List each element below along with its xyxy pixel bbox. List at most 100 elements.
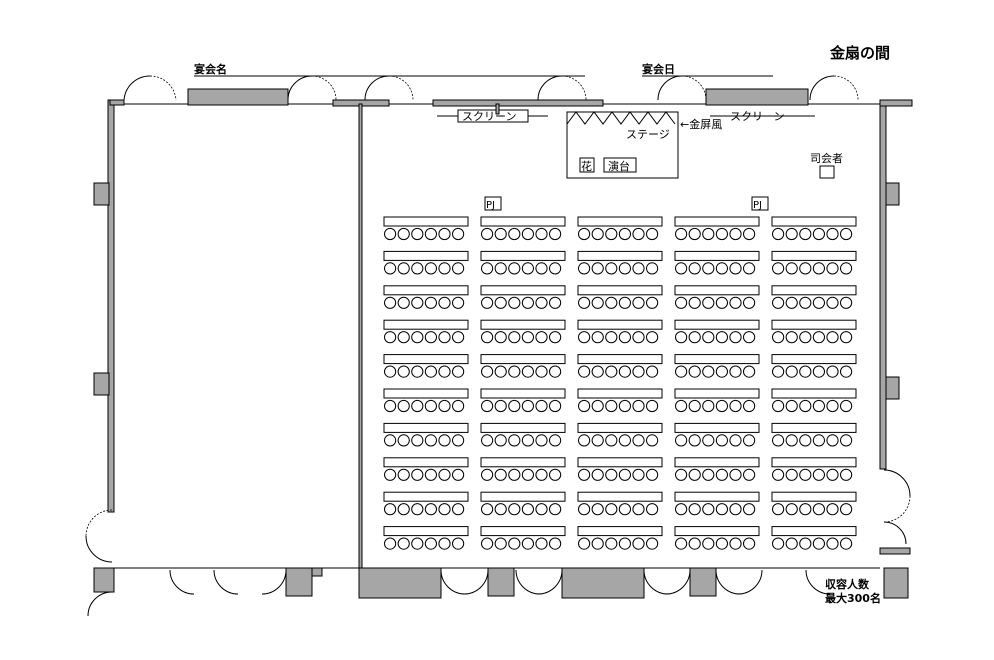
chair	[715, 399, 729, 413]
chair	[715, 227, 729, 241]
chair	[646, 468, 659, 481]
table-group	[480, 250, 566, 275]
chair	[535, 434, 548, 447]
chair	[702, 331, 715, 344]
chair	[632, 503, 645, 516]
table-group	[480, 216, 566, 241]
capacity-value: 最大300名	[825, 591, 881, 605]
chair	[591, 434, 604, 447]
chair	[591, 468, 604, 481]
chair	[772, 434, 785, 447]
chair	[549, 468, 562, 481]
chair	[729, 331, 742, 344]
chair	[785, 365, 798, 378]
chair	[481, 331, 494, 344]
chair	[549, 331, 562, 344]
chair	[632, 468, 645, 481]
table-group	[771, 491, 857, 516]
table-group	[383, 491, 469, 516]
chair	[646, 399, 659, 413]
chair	[646, 537, 659, 550]
chair	[702, 399, 715, 413]
chair	[481, 468, 494, 481]
chair	[605, 331, 618, 344]
chair	[578, 331, 591, 344]
chair	[785, 537, 798, 550]
chair	[772, 468, 785, 481]
chair	[826, 227, 839, 241]
chair	[494, 262, 507, 275]
table-group	[383, 354, 469, 378]
chair	[384, 399, 397, 413]
chair	[632, 296, 645, 309]
chair	[715, 262, 729, 275]
chair	[743, 262, 756, 275]
chair	[424, 262, 437, 275]
table	[577, 250, 663, 261]
chair	[632, 434, 645, 447]
chair	[521, 503, 535, 516]
chair	[632, 365, 645, 378]
chair	[729, 503, 742, 516]
table-group	[480, 319, 566, 344]
walls	[93, 88, 913, 599]
chair	[424, 227, 437, 241]
chair	[384, 296, 397, 309]
chair	[411, 399, 424, 413]
chair	[384, 503, 397, 516]
table	[383, 216, 469, 227]
chair	[494, 399, 507, 413]
chair	[438, 296, 451, 309]
podium-box	[603, 157, 637, 173]
chair	[826, 537, 839, 550]
banquet-name-label: 宴会名	[194, 62, 227, 76]
table-group	[771, 422, 857, 447]
chair	[618, 365, 632, 378]
chair	[840, 503, 853, 516]
table	[674, 216, 760, 227]
chair	[715, 434, 729, 447]
chair	[715, 537, 729, 550]
chair	[508, 503, 521, 516]
chair	[702, 262, 715, 275]
chair	[384, 365, 397, 378]
chair	[384, 468, 397, 481]
gold-screen-label: ←金屏風	[680, 117, 722, 131]
chair	[481, 262, 494, 275]
chair	[578, 296, 591, 309]
chair	[549, 399, 562, 413]
chair	[578, 537, 591, 550]
chair	[521, 468, 535, 481]
chair	[494, 434, 507, 447]
chair	[702, 227, 715, 241]
chair	[812, 365, 826, 378]
table-group	[480, 457, 566, 481]
chair	[424, 468, 437, 481]
chair	[646, 262, 659, 275]
chair	[826, 399, 839, 413]
table-group	[480, 388, 566, 413]
table-group	[771, 216, 857, 241]
table-group	[771, 457, 857, 481]
chair	[411, 434, 424, 447]
chair	[729, 468, 742, 481]
chair	[743, 434, 756, 447]
table-group	[577, 354, 663, 378]
chair	[591, 262, 604, 275]
chair	[688, 434, 701, 447]
chair	[452, 537, 465, 550]
chair	[785, 468, 798, 481]
chair	[618, 262, 632, 275]
chair	[578, 365, 591, 378]
chair	[481, 296, 494, 309]
chair	[535, 262, 548, 275]
flower-box	[579, 157, 595, 173]
chair	[452, 262, 465, 275]
chair	[688, 468, 701, 481]
table-group	[674, 250, 760, 275]
chair	[826, 503, 839, 516]
chair	[397, 503, 410, 516]
chair	[632, 537, 645, 550]
chair	[494, 331, 507, 344]
chair	[826, 365, 839, 378]
